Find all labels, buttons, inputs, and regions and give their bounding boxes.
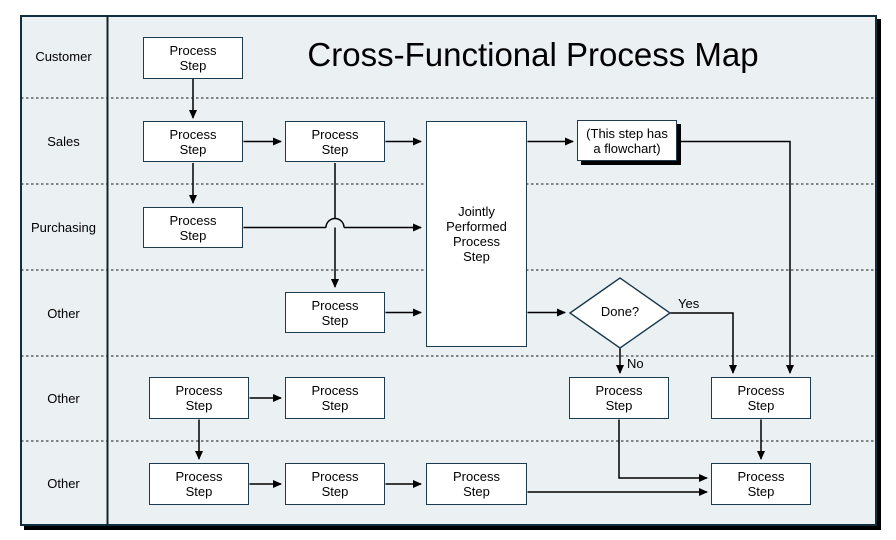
lane-label-other-3: Other — [47, 476, 80, 491]
lane-label-other-2: Other — [47, 391, 80, 406]
yes-branch-label: Yes — [678, 296, 700, 311]
other2-step-a: Process Step — [149, 377, 249, 419]
lane-label-sales: Sales — [47, 133, 80, 149]
other3-step-b: Process Step — [285, 463, 385, 505]
sales-process-step-2: Process Step — [285, 121, 385, 162]
no-branch-label: No — [627, 356, 644, 371]
diagram-title: Cross-Functional Process Map — [307, 36, 759, 73]
other1-process-step: Process Step — [285, 292, 385, 333]
jointly-performed-step: Jointly Performed Process Step — [426, 121, 527, 347]
sales-process-step-1: Process Step — [143, 121, 243, 162]
other3-final-step: Process Step — [711, 463, 811, 505]
decision-label: Done? — [600, 304, 640, 319]
lane-label-purchasing: Purchasing — [30, 219, 97, 235]
other2-yes-step: Process Step — [711, 377, 811, 419]
purchasing-process-step: Process Step — [143, 207, 243, 248]
other3-step-c: Process Step — [426, 463, 527, 505]
other2-step-b: Process Step — [285, 377, 385, 419]
other2-no-step: Process Step — [569, 377, 669, 419]
other3-step-a: Process Step — [149, 463, 249, 505]
lane-label-other-1: Other — [47, 305, 80, 321]
customer-process-step: Process Step — [143, 37, 243, 79]
lane-label-customer: Customer — [35, 49, 92, 64]
flowchart-step: (This step has a flowchart) — [577, 120, 677, 161]
